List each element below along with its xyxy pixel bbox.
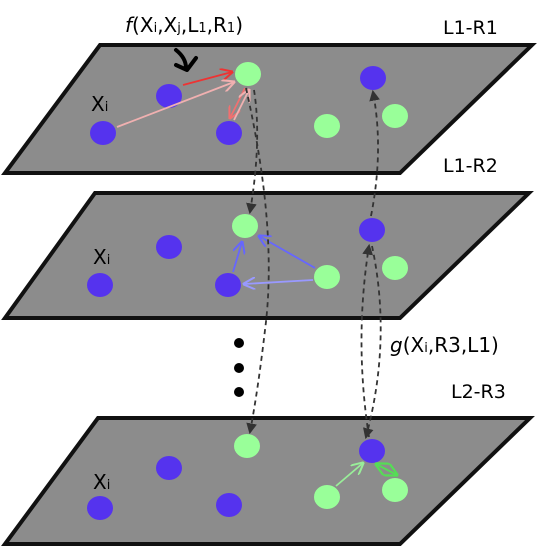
node-blue (360, 66, 386, 90)
node-blue (215, 273, 241, 297)
node-blue (87, 496, 113, 520)
ellipsis-dot (234, 363, 244, 373)
node-blue (359, 218, 385, 242)
node-green (234, 434, 260, 458)
node-blue (216, 121, 242, 145)
node-green (382, 478, 408, 502)
node-label-l1r1: Xi (91, 92, 108, 116)
layer-label-l1r2: L1-R2 (443, 155, 498, 177)
node-green (232, 214, 258, 238)
node-blue (156, 456, 182, 480)
node-blue (87, 273, 113, 297)
plane-l2r3 (1, 416, 535, 546)
interlayer-arrow (369, 89, 380, 217)
layer-l1r2: L1-R2 Xi (1, 155, 534, 320)
node-blue (216, 493, 242, 517)
node-green (314, 265, 340, 289)
node-label-l2r3: Xi (93, 470, 110, 494)
layer-l2r3: L2-R3 Xi (1, 381, 535, 546)
node-green (382, 104, 408, 128)
plane-l1r2 (1, 191, 534, 320)
function-g-label: g(Xi,R3,L1) (390, 333, 499, 357)
edge-red (182, 72, 232, 86)
interlayer-arrow (363, 245, 382, 440)
pointer-arrow-icon (174, 48, 198, 72)
edge-green (376, 464, 397, 475)
edge-blue (232, 242, 242, 273)
plane-l1r1 (1, 43, 537, 175)
node-green (382, 256, 408, 280)
node-green (235, 62, 261, 86)
node-green (314, 114, 340, 138)
node-blue (359, 439, 385, 463)
edge-lightgreen (335, 463, 363, 487)
edge-pink (116, 82, 234, 128)
layer-label-l2r3: L2-R3 (451, 381, 506, 403)
node-blue (90, 121, 116, 145)
node-green (314, 485, 340, 509)
edge-lightred-2 (233, 90, 249, 121)
function-f-label: f(Xi,Xj,L1,R1) (125, 13, 243, 37)
node-blue (156, 84, 182, 108)
ellipsis-dot (234, 338, 244, 348)
layer-label-l1r1: L1-R1 (443, 17, 498, 39)
layer-l1r1: L1-R1 Xi (1, 17, 537, 175)
node-blue (156, 235, 182, 259)
interlayer-arrow (245, 87, 270, 435)
ellipsis-dot (234, 387, 244, 397)
edge-lightblue (244, 280, 314, 284)
node-label-l1r2: Xi (93, 245, 110, 269)
